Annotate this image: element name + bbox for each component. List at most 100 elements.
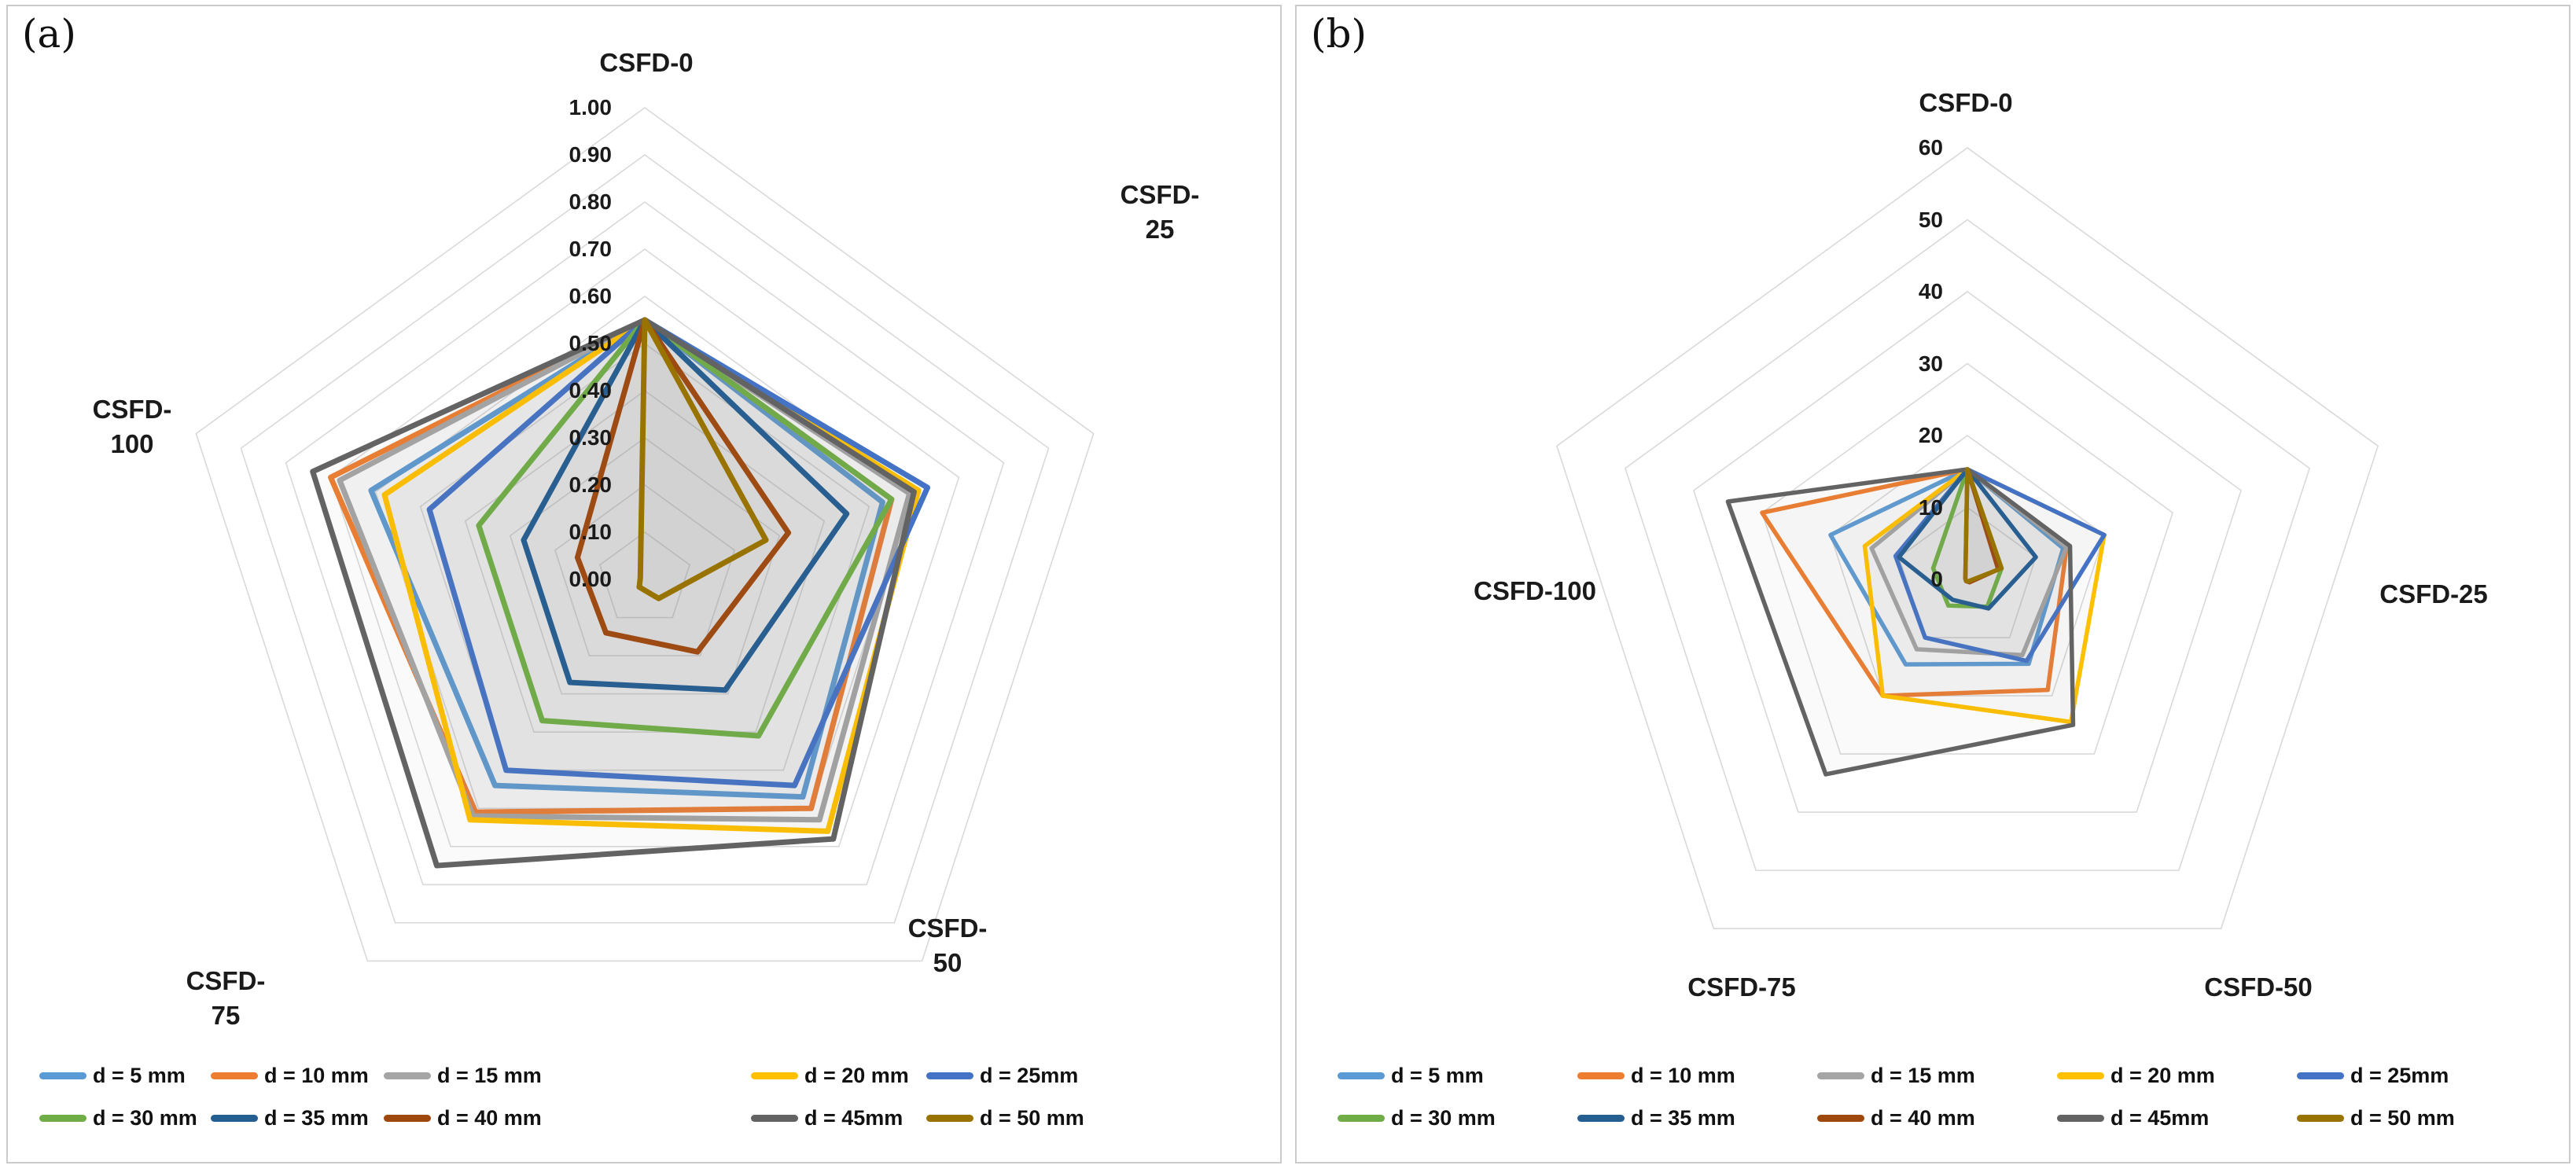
radar-chart-a (195, 107, 1095, 962)
series-polygon-d-45mm (1725, 467, 2076, 777)
legend-label: d = 20 mm (804, 1063, 909, 1087)
legend-label: d = 40 mm (1871, 1105, 1975, 1130)
legend-swatch (211, 1114, 258, 1122)
legend-item-d-50-mm: d = 50 mm (2297, 1102, 2455, 1134)
legend-swatch (751, 1072, 798, 1079)
legend-label: d = 15 mm (437, 1063, 542, 1087)
legend-item-d-15-mm: d = 15 mm (1817, 1060, 1975, 1091)
axis-label-csfd-25: CSFD-25 (1120, 180, 1200, 244)
legend-swatch (926, 1114, 973, 1122)
legend-swatch (384, 1114, 431, 1122)
radial-tick-label: 0.10 (569, 520, 613, 544)
grid-ring (285, 201, 1005, 886)
radial-tick-label: 0.40 (569, 378, 613, 403)
grid-ring (554, 484, 736, 656)
grid-ring (1624, 219, 2311, 871)
radial-tick-label: 30 (1918, 351, 1943, 376)
axis-label-csfd-50: CSFD-50 (2204, 972, 2313, 1002)
legend-label: d = 35 mm (1631, 1105, 1735, 1130)
legend-swatch (1817, 1114, 1864, 1122)
legend-swatch (1338, 1114, 1385, 1122)
series-polygon-d-50-mm (1963, 467, 2004, 583)
series-polygon-d-40-mm (574, 317, 792, 655)
grid-ring (419, 343, 870, 771)
radial-tick-label: 0.60 (569, 284, 613, 308)
legend-label: d = 30 mm (1391, 1105, 1496, 1130)
legend-label: d = 15 mm (1871, 1063, 1975, 1087)
legend-item-d-35-mm: d = 35 mm (211, 1102, 369, 1134)
legend-label: d = 5 mm (93, 1063, 186, 1087)
radial-tick-label: 0 (1930, 567, 1943, 591)
legend-swatch (1577, 1072, 1625, 1079)
radial-tick-label: 0.30 (569, 425, 613, 450)
axis-label-csfd-75: CSFD-75 (1687, 972, 1796, 1002)
legend-b: d = 5 mm d = 10 mm d = 15 mm d = 20 mm d = 2… (1297, 1042, 2569, 1145)
legend-item-d-5-mm: d = 5 mm (39, 1060, 186, 1091)
grid-ring (464, 390, 826, 733)
series-polygon-d-20-mm (381, 317, 922, 834)
legend-swatch (384, 1072, 431, 1079)
axis-label-csfd-25: CSFD-25 (2379, 579, 2488, 608)
grid-ring (1761, 362, 2174, 755)
legend-item-d-50-mm: d = 50 mm (926, 1102, 1084, 1134)
radial-tick-label: 10 (1918, 494, 1943, 520)
radial-tick-label: 1.00 (569, 95, 613, 119)
radial-tick-label: 20 (1918, 423, 1943, 447)
legend-label: d = 50 mm (2350, 1105, 2455, 1130)
legend-item-d-5-mm: d = 5 mm (1338, 1060, 1484, 1091)
legend-item-d-40-mm: d = 40 mm (1817, 1102, 1975, 1134)
grid-ring (598, 531, 691, 619)
legend-label: d = 30 mm (93, 1105, 197, 1130)
legend-item-d-40-mm: d = 40 mm (384, 1102, 542, 1134)
legend-swatch (39, 1072, 86, 1079)
legend-item-d-15-mm: d = 15 mm (384, 1060, 542, 1091)
radial-tick-label: 40 (1918, 279, 1943, 303)
series-polygon-d-50-mm (636, 317, 769, 601)
grid-ring (1692, 291, 2243, 813)
legend-swatch (2057, 1072, 2104, 1079)
legend-label: d = 45mm (2110, 1105, 2210, 1130)
series-polygon-d-45mm (310, 317, 917, 869)
legend-swatch (1338, 1072, 1385, 1079)
legend-label: d = 45mm (804, 1105, 903, 1130)
legend-label: d = 40 mm (437, 1105, 542, 1130)
legend-a: d = 5 mm d = 10 mm d = 15 mm d = 20 mm d = 2… (8, 1042, 1280, 1145)
legend-swatch (2297, 1114, 2344, 1122)
radial-tick-label: 0.90 (569, 142, 613, 167)
legend-label: d = 20 mm (2110, 1063, 2215, 1087)
legend-item-d-20-mm: d = 20 mm (751, 1060, 909, 1091)
legend-label: d = 35 mm (264, 1105, 369, 1130)
legend-label: d = 10 mm (1631, 1063, 1735, 1087)
legend-item-d-30-mm: d = 30 mm (1338, 1102, 1496, 1134)
legend-item-d-10-mm: d = 10 mm (211, 1060, 369, 1091)
grid-ring (1830, 435, 2105, 697)
legend-item-d-10-mm: d = 10 mm (1577, 1060, 1735, 1091)
grid-ring (195, 107, 1095, 962)
panel-a-marker: (a) (22, 11, 76, 57)
radar-chart-b (1555, 147, 2379, 929)
legend-item-d-25mm: d = 25mm (926, 1060, 1078, 1091)
radial-tick-label: 60 (1918, 135, 1943, 160)
axis-label-csfd-100: CSFD-100 (92, 395, 172, 458)
legend-label: d = 25mm (2350, 1063, 2449, 1087)
series-polygon-d-5-mm (368, 317, 885, 800)
legend-swatch (926, 1072, 973, 1079)
series-polygon-d-35-mm (521, 317, 850, 693)
legend-swatch (1817, 1072, 1864, 1079)
legend-swatch (751, 1114, 798, 1122)
series-polygon-d-30-mm (476, 317, 895, 739)
legend-item-d-35-mm: d = 35 mm (1577, 1102, 1735, 1134)
legend-item-d-45mm: d = 45mm (2057, 1102, 2209, 1134)
legend-swatch (2297, 1072, 2344, 1079)
radial-tick-label: 0.20 (569, 472, 613, 497)
axis-label-csfd-50: CSFD-50 (907, 914, 988, 977)
legend-swatch (1577, 1114, 1625, 1122)
legend-item-d-45mm: d = 45mm (751, 1102, 903, 1134)
legend-swatch (211, 1072, 258, 1079)
legend-label: d = 5 mm (1391, 1063, 1484, 1087)
radial-tick-label: 0.50 (569, 331, 613, 355)
radial-tick-label: 50 (1918, 207, 1943, 232)
grid-ring (1555, 147, 2379, 929)
